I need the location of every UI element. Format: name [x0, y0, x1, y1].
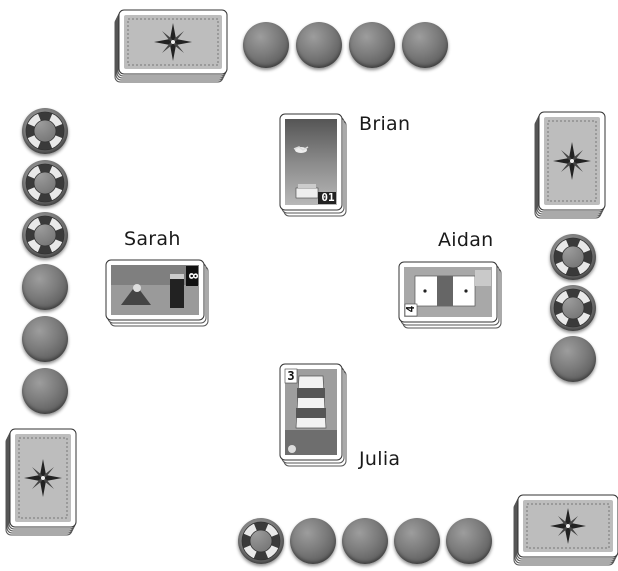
token-right-lifebuoy[interactable]: [550, 234, 596, 280]
token-bottom-plain[interactable]: [446, 518, 492, 564]
deck-top-art: [114, 10, 228, 84]
token-top-plain[interactable]: [296, 22, 342, 68]
token-top-plain[interactable]: [243, 22, 289, 68]
card-art-brian: [280, 114, 348, 218]
token-bottom-lifebuoy[interactable]: [238, 518, 284, 564]
player-name-brian: Brian: [359, 113, 410, 135]
played-card-aidan[interactable]: 4: [399, 262, 503, 330]
token-top-plain[interactable]: [349, 22, 395, 68]
token-bottom-plain[interactable]: [394, 518, 440, 564]
token-left-lifebuoy[interactable]: [22, 160, 68, 206]
deck-bottom[interactable]: [514, 494, 618, 568]
card-number-julia: 3: [285, 369, 297, 383]
deck-top[interactable]: [114, 10, 228, 84]
token-left-lifebuoy[interactable]: [22, 108, 68, 154]
token-right-plain[interactable]: [550, 336, 596, 382]
deck-bottom-art: [514, 494, 618, 568]
played-card-sarah[interactable]: 8: [106, 260, 212, 328]
token-bottom-plain[interactable]: [342, 518, 388, 564]
player-name-aidan: Aidan: [438, 229, 494, 251]
token-left-plain[interactable]: [22, 264, 68, 310]
card-art-aidan: [399, 262, 503, 330]
player-name-sarah: Sarah: [124, 228, 181, 250]
token-left-lifebuoy[interactable]: [22, 212, 68, 258]
token-left-plain[interactable]: [22, 368, 68, 414]
player-name-julia: Julia: [359, 448, 400, 470]
card-number-sarah: 8: [184, 270, 200, 282]
played-card-brian[interactable]: 01: [280, 114, 348, 218]
token-top-plain[interactable]: [402, 22, 448, 68]
deck-left-art: [6, 427, 80, 537]
card-number-brian: 01: [319, 191, 337, 204]
played-card-julia[interactable]: 3: [280, 364, 350, 468]
token-left-plain[interactable]: [22, 316, 68, 362]
token-bottom-plain[interactable]: [290, 518, 336, 564]
deck-right-art: [535, 112, 609, 220]
card-number-aidan: 4: [404, 303, 418, 315]
deck-left[interactable]: [6, 427, 80, 537]
token-right-lifebuoy[interactable]: [550, 285, 596, 331]
deck-right[interactable]: [535, 112, 609, 220]
